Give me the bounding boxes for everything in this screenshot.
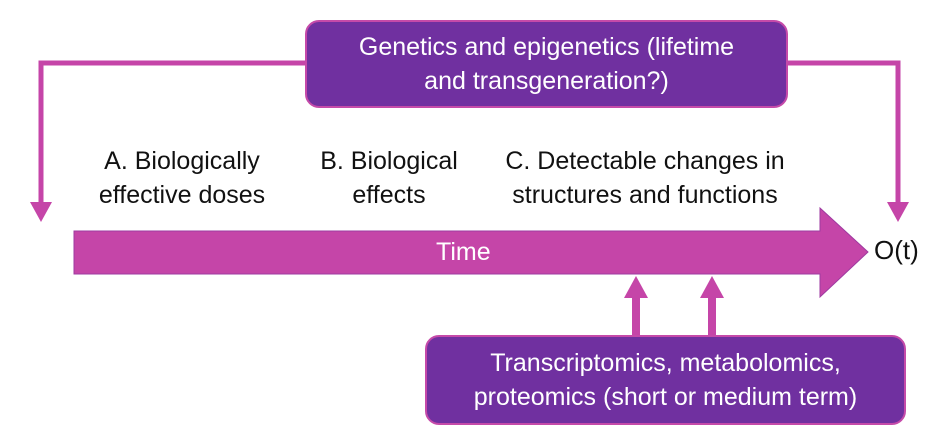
genetics-box-line2: and transgeneration?) — [424, 67, 669, 95]
stage-b-label: B. Biological effects — [310, 144, 468, 212]
genetics-box: Genetics and epigenetics (lifetime and t… — [305, 20, 788, 108]
genetics-box-line1: Genetics and epigenetics (lifetime — [358, 33, 735, 61]
stage-b-line2: effects — [352, 181, 426, 209]
stage-c-line2: structures and functions — [512, 181, 778, 209]
stage-c-line1: C. Detectable changes in — [505, 147, 785, 175]
up-arrow-1-head-icon — [624, 276, 648, 298]
time-label: Time — [436, 238, 491, 266]
omics-box-line2: proteomics (short or medium term) — [473, 383, 858, 411]
stage-a-line2: effective doses — [98, 181, 266, 209]
stage-a-line1: A. Biologically — [104, 147, 260, 175]
left-connector-line — [38, 60, 306, 205]
time-arrow — [73, 206, 869, 299]
stage-a-label: A. Biologically effective doses — [86, 144, 278, 212]
stage-b-line1: B. Biological — [320, 147, 458, 175]
omics-box: Transcriptomics, metabolomics, proteomic… — [425, 335, 906, 425]
right-connector-line — [786, 60, 901, 205]
omics-box-line1: Transcriptomics, metabolomics, — [490, 349, 841, 377]
left-arrowhead-icon — [30, 202, 52, 222]
up-arrow-2-shaft — [708, 296, 716, 336]
outcome-label: O(t) — [874, 235, 919, 265]
up-arrow-1-shaft — [632, 296, 640, 336]
stage-c-label: C. Detectable changes in structures and … — [490, 144, 800, 212]
right-arrowhead-icon — [887, 202, 909, 222]
up-arrow-2-head-icon — [700, 276, 724, 298]
